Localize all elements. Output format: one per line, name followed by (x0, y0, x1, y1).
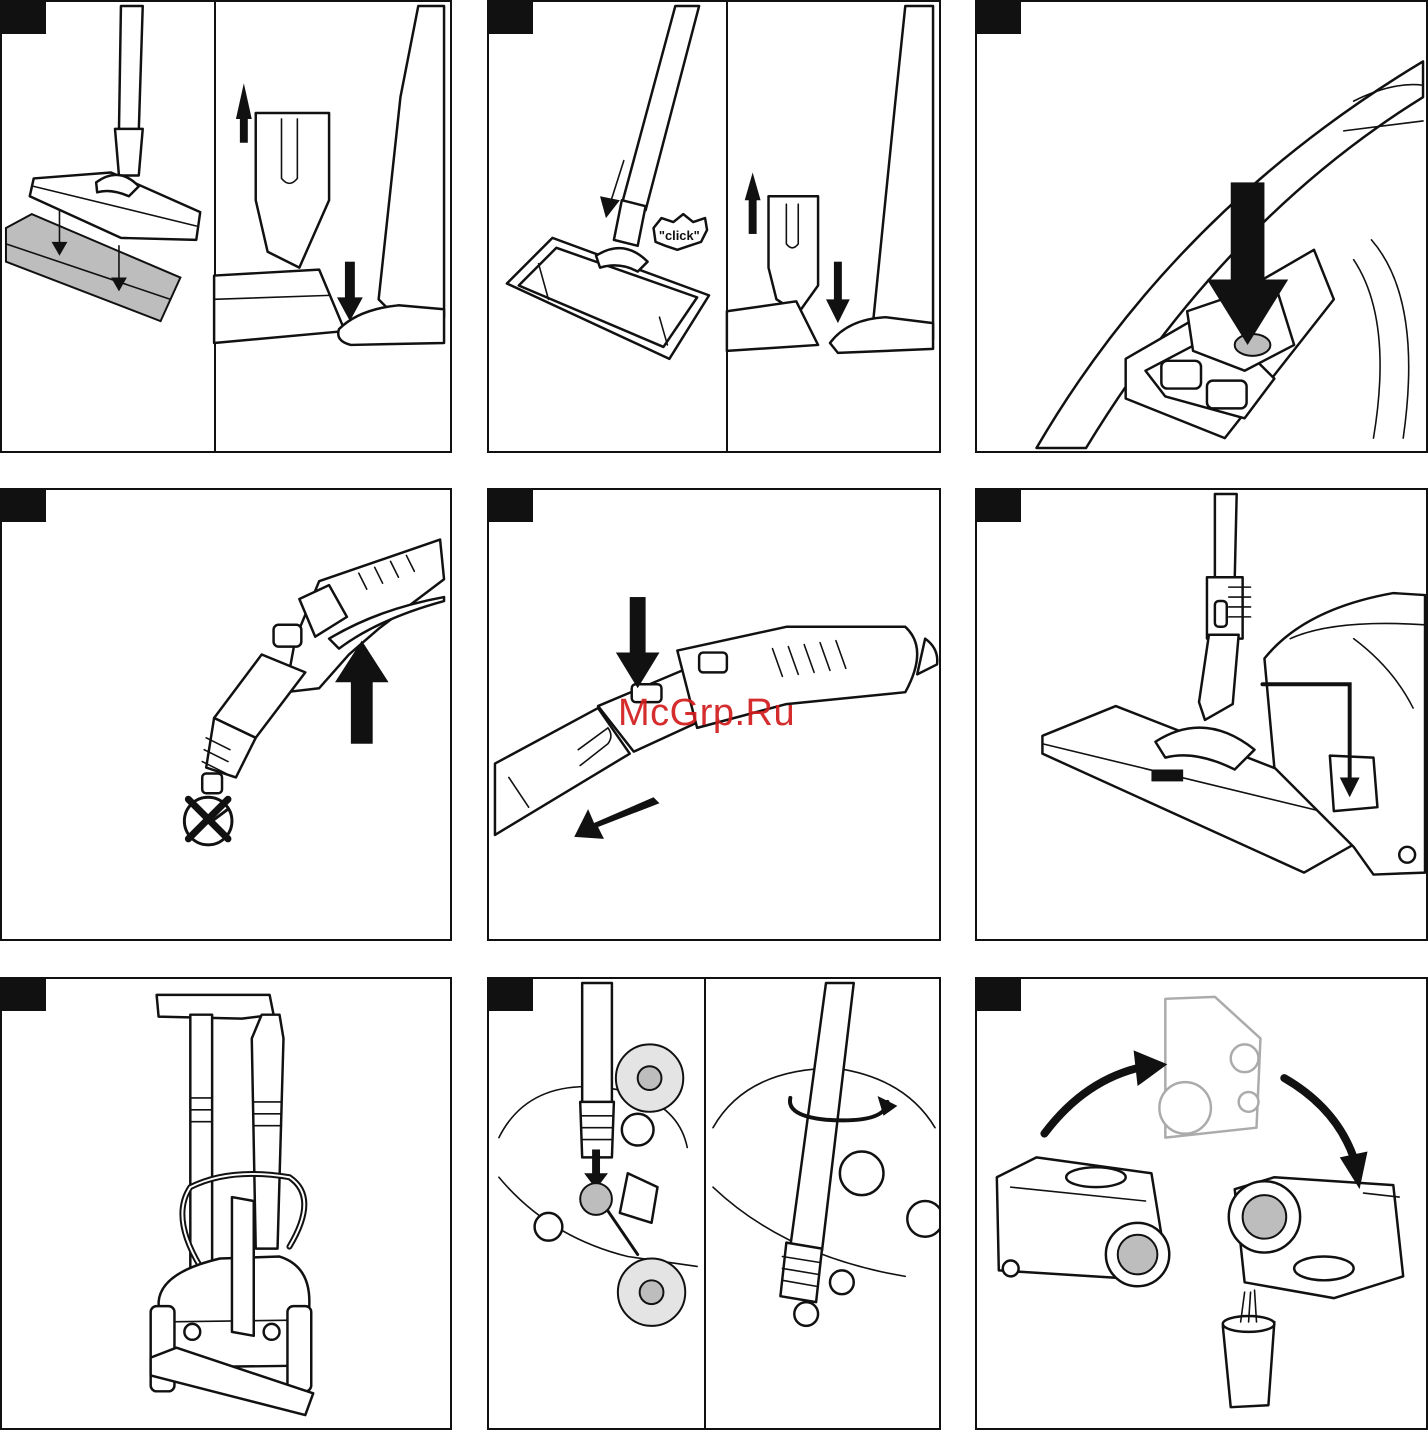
illustration-press-valve (977, 2, 1426, 451)
panel-7 (0, 977, 452, 1430)
panel-3 (975, 0, 1428, 453)
watermark-text: McGrp.Ru (618, 692, 795, 735)
panel-1 (0, 0, 452, 453)
panel-4 (0, 488, 452, 941)
click-label: "click" (659, 228, 700, 243)
illustration-store-accessories (2, 979, 450, 1428)
illustration-park-nozzle (977, 490, 1426, 939)
illustration-attach-cloth (2, 2, 450, 451)
illustration-click-cloth-frame: "click" (489, 2, 939, 451)
panel-2: "click" (487, 0, 941, 453)
panel-6 (975, 488, 1428, 941)
panel-9 (975, 977, 1428, 1430)
panel-8 (487, 977, 941, 1430)
illustration-hand-unit-trigger (2, 490, 450, 939)
illustration-empty-boiler (977, 979, 1426, 1428)
illustration-insert-extension-base (489, 979, 939, 1428)
